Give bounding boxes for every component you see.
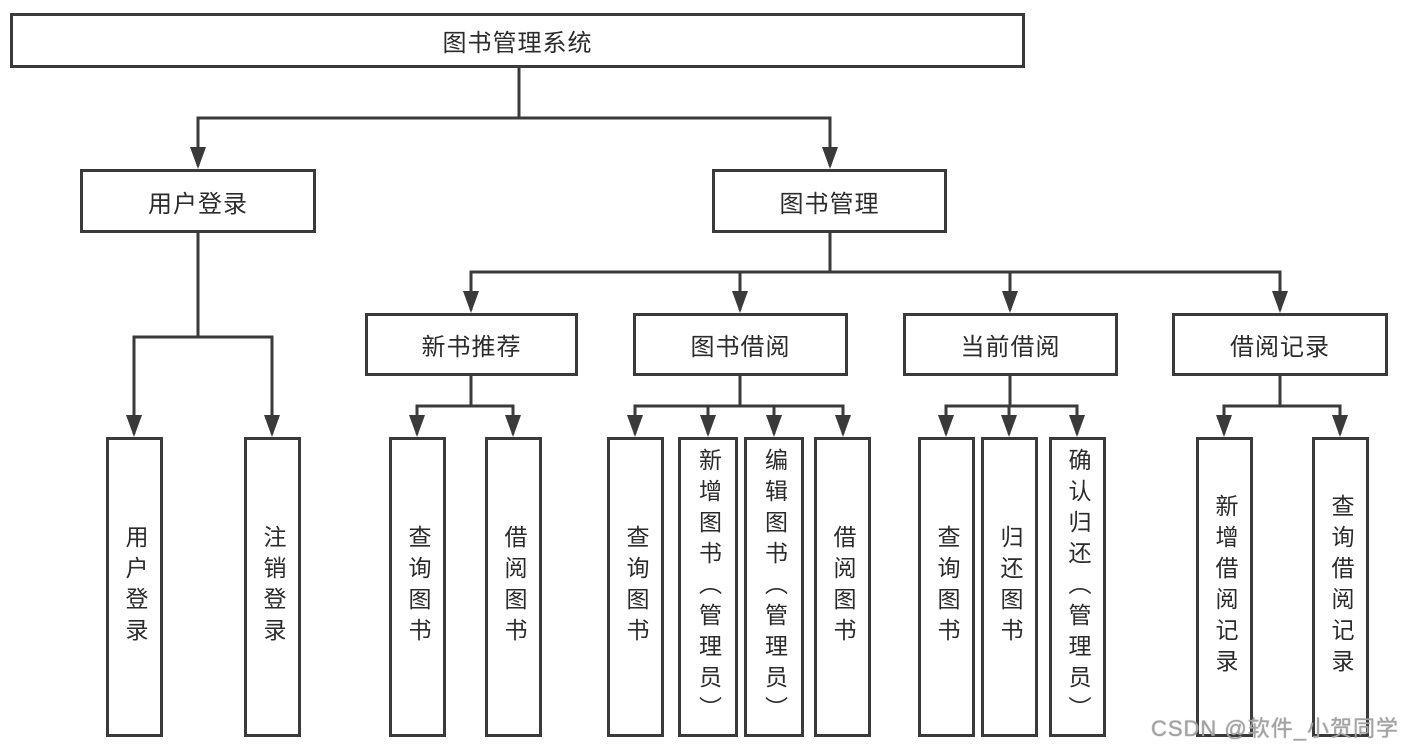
- arrowhead: [1332, 415, 1348, 437]
- leaf-bb-edit-books-admin: 编辑图书（管理员）: [744, 437, 804, 737]
- node-user-login: 用户登录: [80, 169, 316, 233]
- arrowhead: [264, 415, 280, 437]
- leaf-cb-query-books: 查询图书: [918, 437, 975, 737]
- connector-bookmgmt-cross: [469, 270, 1282, 310]
- arrowhead: [700, 415, 716, 437]
- leaf-cb-return-books: 归还图书: [981, 437, 1038, 737]
- leaf-label: 归还图书: [997, 525, 1023, 649]
- arrowhead: [1272, 291, 1288, 313]
- arrowhead: [627, 415, 643, 437]
- leaf-label: 新增图书（管理员）: [695, 447, 722, 727]
- node-book-borrowing: 图书借阅: [633, 313, 848, 376]
- leaf-logout: 注销登录: [244, 437, 301, 737]
- arrowhead: [463, 291, 479, 313]
- leaf-label: 查询借阅记录: [1328, 494, 1354, 680]
- node-root: 图书管理系统: [10, 13, 1025, 68]
- leaf-label: 新增借阅记录: [1212, 494, 1238, 680]
- leaf-br-query-record: 查询借阅记录: [1312, 437, 1369, 737]
- arrowhead: [126, 415, 142, 437]
- leaf-label: 编辑图书（管理员）: [761, 447, 788, 727]
- arrowhead: [732, 291, 748, 313]
- leaf-br-add-record: 新增借阅记录: [1196, 437, 1253, 737]
- leaf-label: 借阅图书: [830, 525, 856, 649]
- arrowhead: [938, 415, 954, 437]
- leaf-cb-confirm-return-admin: 确认归还（管理员）: [1049, 437, 1106, 737]
- leaf-user-login: 用户登录: [106, 437, 163, 737]
- leaf-label: 用户登录: [122, 525, 148, 649]
- leaf-label: 注销登录: [260, 525, 286, 649]
- leaf-nb-borrow-books: 借阅图书: [485, 437, 542, 737]
- arrowhead: [1001, 415, 1017, 437]
- arrowhead: [505, 415, 521, 437]
- arrowhead: [1002, 291, 1018, 313]
- leaf-bb-add-books-admin: 新增图书（管理员）: [678, 437, 738, 737]
- arrowhead: [822, 147, 838, 169]
- leaf-bb-query-books: 查询图书: [607, 437, 664, 737]
- arrowhead: [1216, 415, 1232, 437]
- arrowhead: [409, 415, 425, 437]
- leaf-label: 确认归还（管理员）: [1065, 447, 1091, 727]
- leaf-bb-borrow-books: 借阅图书: [814, 437, 871, 737]
- connector-userlogin-cross: [132, 335, 274, 434]
- arrowhead: [1069, 415, 1085, 437]
- arrowhead: [766, 415, 782, 437]
- node-new-book-recommend: 新书推荐: [365, 313, 578, 376]
- leaf-label: 借阅图书: [501, 525, 527, 649]
- leaf-label: 查询图书: [934, 525, 960, 649]
- node-current-borrowing: 当前借阅: [903, 313, 1118, 376]
- leaf-label: 查询图书: [405, 525, 431, 649]
- leaf-nb-query-books: 查询图书: [389, 437, 446, 737]
- node-borrow-records: 借阅记录: [1172, 313, 1388, 376]
- leaf-label: 查询图书: [623, 525, 649, 649]
- arrowhead: [190, 147, 206, 169]
- arrowhead: [835, 415, 851, 437]
- node-book-management: 图书管理: [712, 169, 947, 233]
- connector-root-cross: [196, 116, 832, 166]
